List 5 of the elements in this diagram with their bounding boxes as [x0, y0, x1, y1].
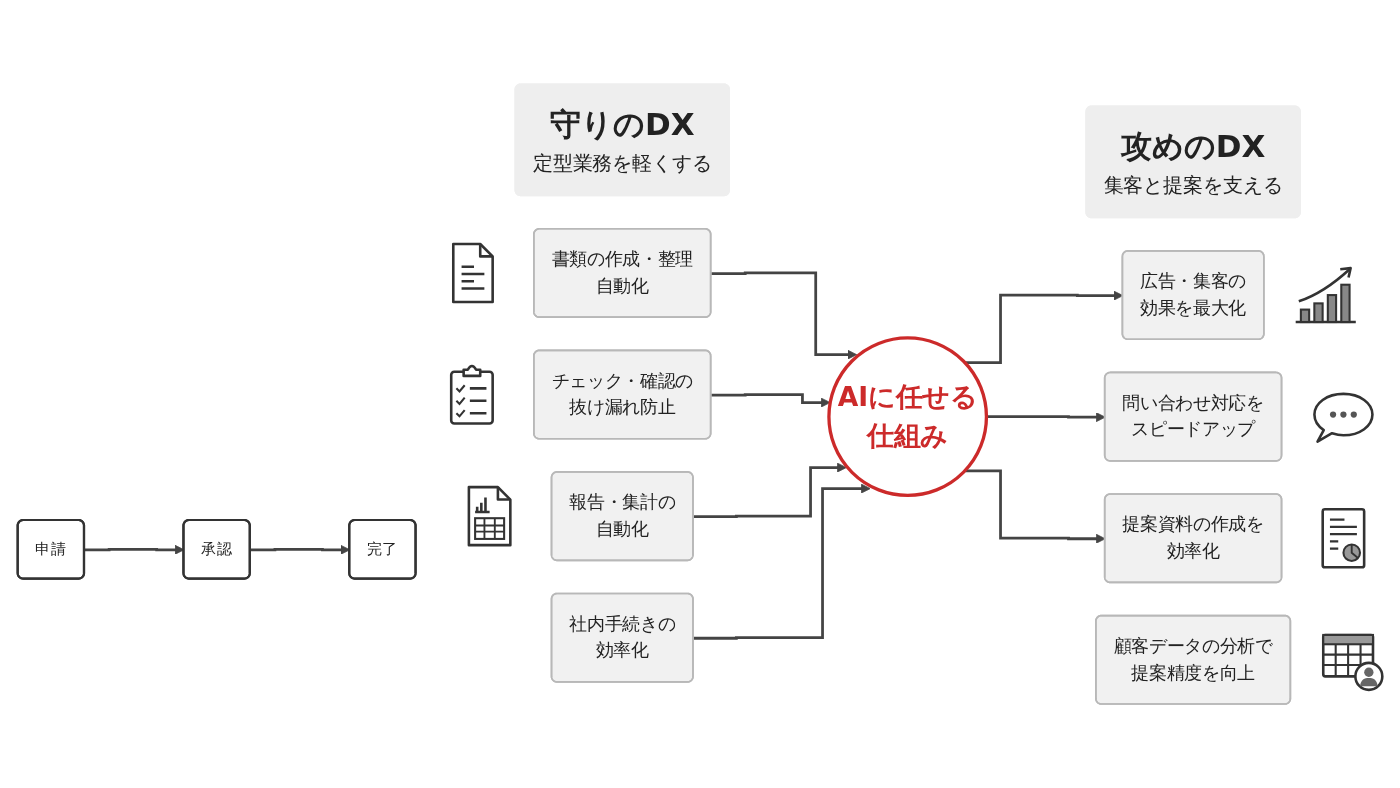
arrow	[693, 483, 871, 640]
arrow	[711, 271, 858, 360]
arrow	[693, 462, 847, 519]
arrow	[711, 393, 831, 408]
node-circle: AIに任せる仕組み	[827, 336, 989, 498]
